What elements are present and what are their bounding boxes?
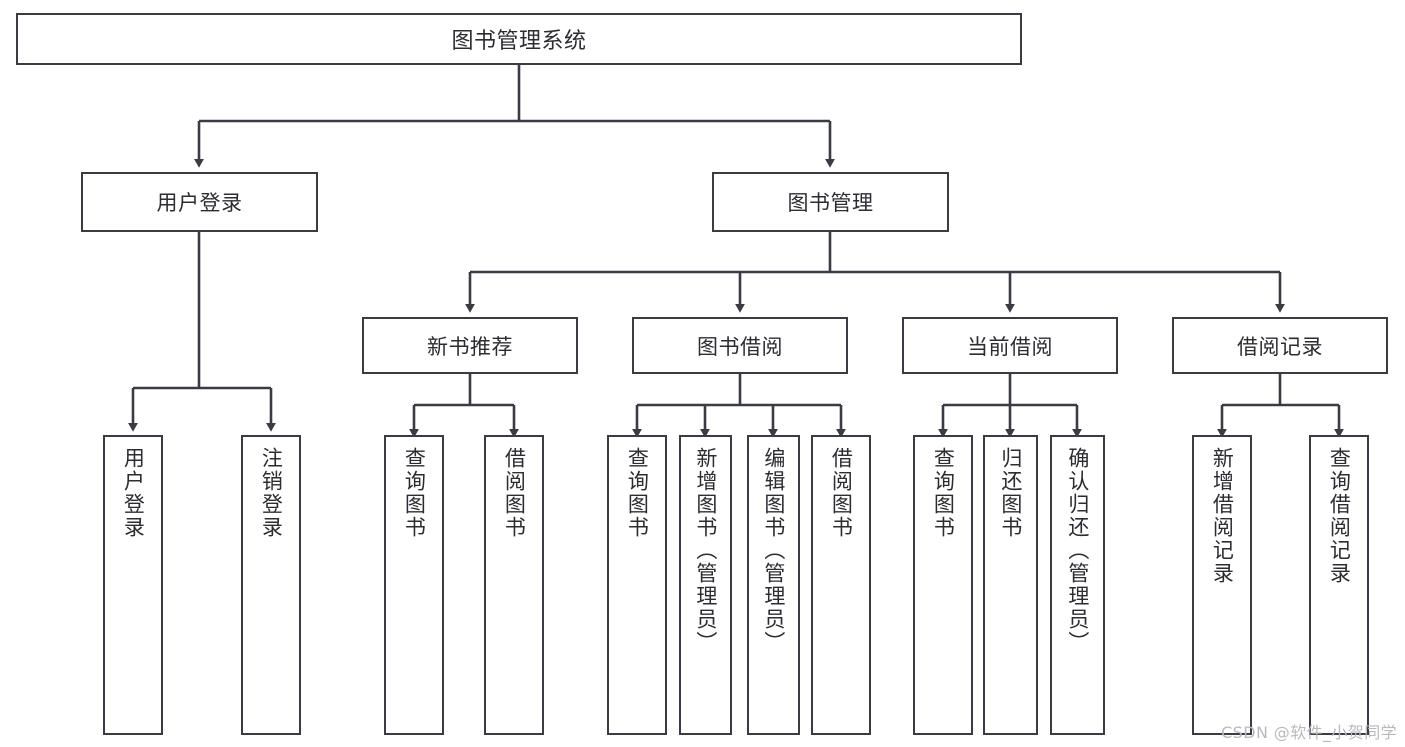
node-label: 新增图书（管理员）: [693, 447, 718, 654]
watermark: CSDN @软件_小贺同学: [1221, 723, 1397, 742]
node-label: 新书推荐: [427, 334, 513, 359]
leaf-user-logout[interactable]: 注销登录: [241, 435, 301, 735]
leaf-borrow-add-book-admin[interactable]: 新增图书（管理员）: [679, 435, 732, 735]
node-label: 当前借阅: [967, 334, 1053, 359]
leaf-recommend-borrow-book[interactable]: 借阅图书: [484, 435, 544, 735]
leaf-current-return-book[interactable]: 归还图书: [983, 435, 1038, 735]
node-label: 查询借阅记录: [1327, 447, 1352, 585]
node-label: 确认归还（管理员）: [1065, 447, 1090, 654]
leaf-recommend-query-book[interactable]: 查询图书: [384, 435, 444, 735]
node-label: 用户登录: [156, 191, 243, 215]
node-label: 查询图书: [931, 447, 956, 539]
node-label: 图书管理: [787, 191, 874, 215]
node-user-login[interactable]: 用户登录: [81, 172, 318, 232]
node-new-book-recommend[interactable]: 新书推荐: [362, 317, 578, 374]
node-label: 注销登录: [259, 447, 284, 539]
leaf-record-add-record[interactable]: 新增借阅记录: [1192, 435, 1252, 735]
node-label: 编辑图书（管理员）: [761, 447, 786, 654]
node-label: 借阅图书: [502, 447, 527, 539]
node-book-borrow[interactable]: 图书借阅: [632, 317, 848, 374]
node-label: 借阅图书: [829, 447, 854, 539]
node-book-management[interactable]: 图书管理: [712, 172, 949, 232]
node-label: 查询图书: [625, 447, 650, 539]
node-label: 用户登录: [121, 447, 146, 539]
node-root-system[interactable]: 图书管理系统: [16, 13, 1022, 65]
node-label: 归还图书: [998, 447, 1023, 539]
node-label: 图书管理系统: [451, 29, 587, 54]
leaf-current-query-book[interactable]: 查询图书: [913, 435, 973, 735]
node-label: 图书借阅: [697, 334, 783, 359]
leaf-user-login[interactable]: 用户登录: [103, 435, 163, 735]
leaf-borrow-borrow-book[interactable]: 借阅图书: [811, 435, 871, 735]
leaf-borrow-edit-book-admin[interactable]: 编辑图书（管理员）: [747, 435, 800, 735]
node-label: 新增借阅记录: [1210, 447, 1235, 585]
node-label: 借阅记录: [1237, 334, 1323, 359]
node-current-borrow[interactable]: 当前借阅: [902, 317, 1118, 374]
node-label: 查询图书: [402, 447, 427, 539]
node-borrow-record[interactable]: 借阅记录: [1172, 317, 1388, 374]
leaf-current-confirm-return-admin[interactable]: 确认归还（管理员）: [1050, 435, 1105, 735]
leaf-record-query-record[interactable]: 查询借阅记录: [1309, 435, 1369, 735]
leaf-borrow-query-book[interactable]: 查询图书: [607, 435, 667, 735]
